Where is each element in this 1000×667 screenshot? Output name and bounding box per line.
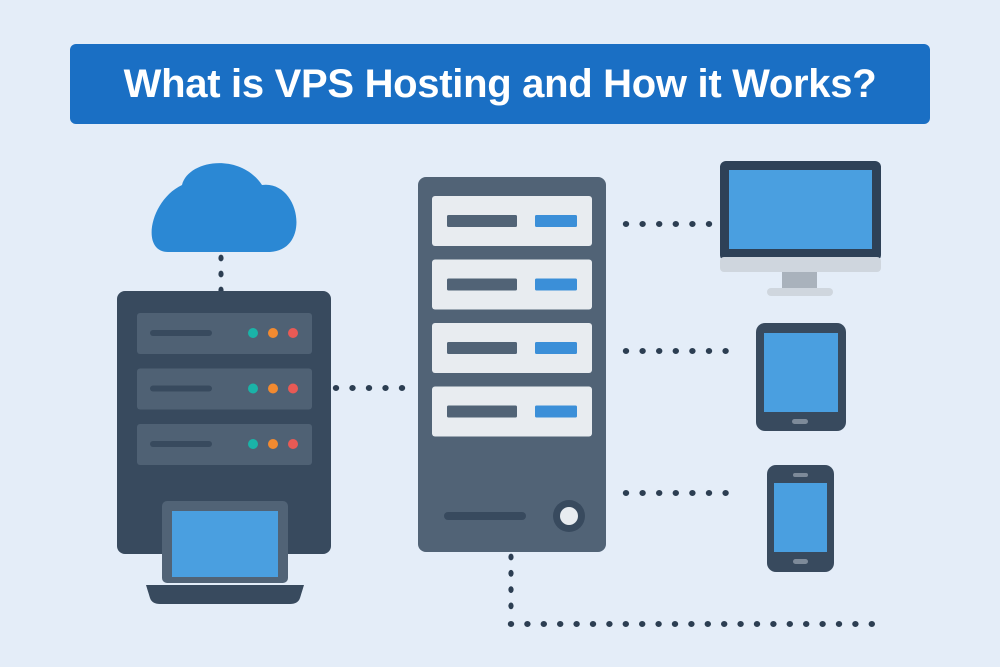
tower-drive-slot — [447, 215, 517, 227]
connector-dot — [573, 621, 580, 627]
connector-dot — [622, 348, 630, 354]
connector-dot — [622, 490, 630, 496]
connector-dot — [622, 621, 629, 627]
tower-drive — [432, 259, 592, 310]
connection-lines — [218, 221, 875, 627]
connector-dot — [382, 385, 389, 391]
connector-dot — [606, 621, 613, 627]
connector-dot — [218, 270, 224, 278]
rack-server-icon — [117, 291, 331, 554]
connector-dot — [753, 621, 761, 627]
connector-dot — [689, 348, 696, 354]
status-led — [248, 383, 258, 394]
connector-dot — [835, 621, 843, 627]
tower-drive — [432, 323, 592, 373]
connector-dot — [656, 490, 663, 496]
rack-unit — [137, 424, 312, 465]
tower-drive — [432, 386, 592, 437]
status-led — [248, 439, 258, 449]
connector-dot — [672, 221, 679, 227]
rack-unit-panel — [137, 313, 312, 354]
connector-dot — [737, 621, 744, 627]
tower-drive — [432, 196, 592, 246]
rack-unit-panel — [137, 424, 312, 465]
connector-dot — [656, 221, 663, 227]
laptop-icon — [146, 501, 304, 604]
connector-dot — [365, 385, 373, 391]
tower-drive-indicator — [535, 215, 577, 227]
connector-dot — [349, 385, 356, 391]
connector-dot — [671, 621, 679, 627]
connector-dot — [705, 348, 713, 354]
rack-unit-panel — [137, 368, 312, 410]
connector-dot — [705, 221, 713, 227]
tower-drive-slot — [447, 405, 517, 418]
tablet-icon — [756, 323, 846, 431]
connector-dot — [398, 385, 406, 391]
connector-dot — [819, 621, 826, 627]
connector-dot — [722, 348, 729, 354]
connector-dot — [672, 490, 679, 496]
connector-dot — [218, 254, 224, 262]
status-led — [268, 439, 278, 449]
rack-unit — [137, 313, 312, 354]
tower-drive-indicator — [535, 278, 577, 291]
cloud-icon — [151, 163, 297, 252]
connector-dot — [557, 621, 564, 627]
connector-dot — [508, 553, 514, 561]
status-led — [268, 328, 278, 338]
connector-dot — [655, 621, 662, 627]
connector-dot — [639, 490, 646, 496]
connector-dot — [332, 385, 340, 391]
connector-dot — [639, 221, 646, 227]
tower-drive-bay — [444, 512, 526, 520]
connector-dot — [689, 221, 696, 227]
desktop-monitor-icon — [720, 161, 881, 296]
tower-drive-indicator — [535, 405, 577, 418]
connector-dot — [770, 621, 777, 627]
rack-unit-slot — [150, 385, 212, 392]
connector-dot — [803, 621, 810, 627]
status-led — [248, 328, 258, 338]
connector-dot — [622, 221, 630, 227]
connector-dot — [507, 621, 515, 627]
connector-dot — [508, 569, 514, 577]
connector-dot — [639, 348, 646, 354]
connector-dot — [689, 490, 696, 496]
connector-dot — [524, 621, 531, 627]
status-led — [288, 439, 298, 449]
tower-server-icon — [418, 177, 606, 552]
rack-unit-slot — [150, 330, 212, 336]
connector-dot — [868, 621, 875, 627]
tower-drive-slot — [447, 342, 517, 354]
connector-dot — [705, 490, 713, 496]
connector-dot — [589, 621, 597, 627]
page-title: What is VPS Hosting and How it Works? — [123, 61, 877, 106]
connector-dot — [721, 621, 728, 627]
connector-dot — [688, 621, 695, 627]
tower-drive-slot — [447, 278, 517, 291]
connector-dot — [639, 621, 646, 627]
connector-dot — [656, 348, 663, 354]
connector-dot — [786, 621, 793, 627]
status-led — [288, 328, 298, 338]
status-led — [288, 383, 298, 394]
smartphone-icon — [767, 465, 834, 572]
connector-dot — [508, 586, 514, 593]
connector-dot — [672, 348, 679, 354]
connector-dot — [508, 602, 514, 610]
status-led — [268, 383, 278, 394]
tower-drive-indicator — [535, 342, 577, 354]
connector-dot — [722, 490, 729, 496]
connector-dot — [704, 621, 711, 627]
title-banner: What is VPS Hosting and How it Works? — [70, 44, 930, 124]
rack-unit — [137, 368, 312, 410]
connector-dot — [540, 621, 547, 627]
connector-dot — [852, 621, 859, 627]
rack-unit-slot — [150, 441, 212, 447]
